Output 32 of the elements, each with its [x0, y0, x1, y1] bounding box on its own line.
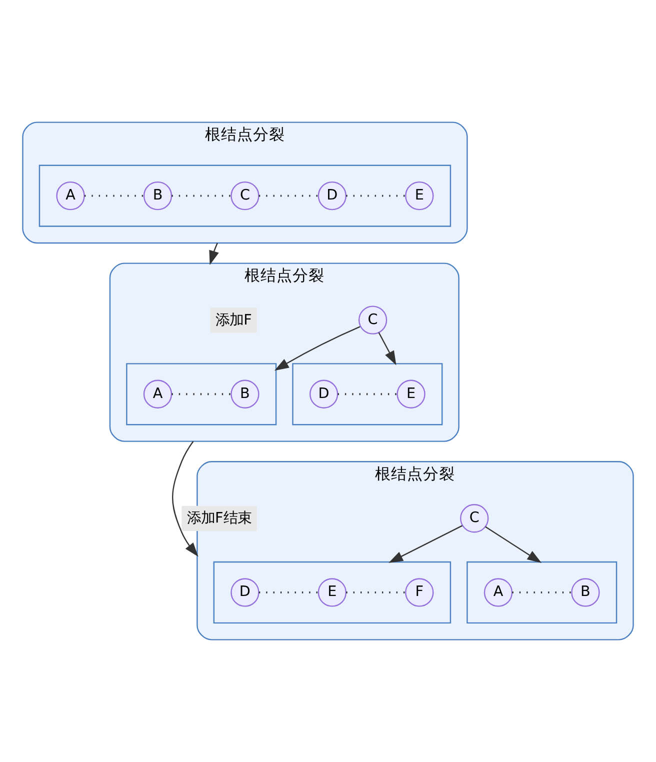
cluster — [466, 561, 618, 624]
edge-label: 添加F — [216, 312, 252, 328]
node-circle: C — [358, 306, 388, 334]
arrow — [172, 440, 198, 557]
cluster — [213, 561, 452, 624]
node-circle: E — [318, 578, 347, 607]
node-circle: E — [396, 380, 426, 408]
connector — [512, 592, 572, 594]
connector — [172, 194, 231, 197]
arrow — [388, 525, 462, 563]
cluster — [126, 363, 277, 426]
node-circle: D — [230, 578, 260, 607]
arrow — [274, 326, 360, 371]
node-circle: A — [143, 380, 172, 408]
connector — [172, 393, 231, 396]
arrow — [378, 332, 396, 366]
node-circle: A — [484, 578, 513, 607]
arrow — [209, 242, 219, 266]
node-circle: B — [143, 181, 172, 210]
cluster — [292, 363, 443, 426]
node-circle: B — [571, 578, 600, 607]
node-circle: F — [405, 578, 434, 607]
node-circle: D — [309, 380, 338, 408]
arrow — [485, 526, 542, 563]
node-circle: A — [56, 181, 85, 210]
node-circle: E — [405, 181, 434, 210]
node-circle: C — [230, 181, 260, 210]
node-circle: C — [460, 504, 489, 533]
connector — [84, 194, 144, 197]
cluster — [38, 164, 452, 227]
node-circle: B — [230, 380, 260, 408]
node-circle: D — [318, 181, 347, 210]
